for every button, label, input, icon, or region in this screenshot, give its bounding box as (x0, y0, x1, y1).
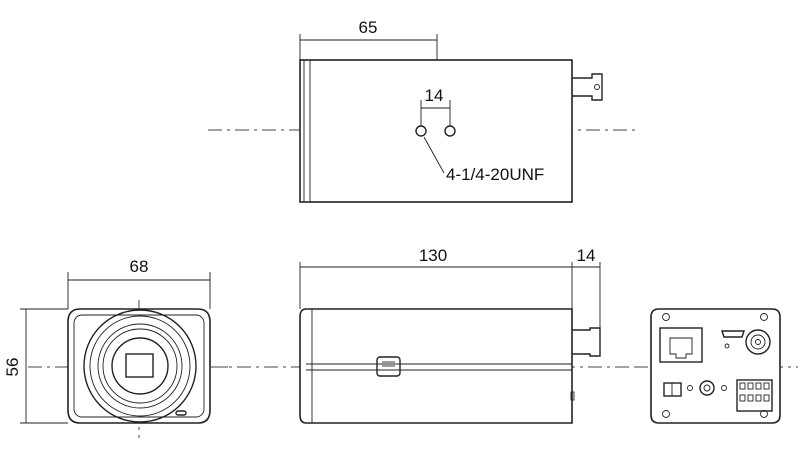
top-view-bnc-connector (572, 73, 603, 101)
ethernet-port (659, 327, 703, 363)
top-view-body (299, 59, 573, 203)
dim-label-14-connector: 14 (577, 246, 596, 265)
rear-screw-top-left (662, 313, 670, 321)
dim-label-14-holes: 14 (425, 86, 444, 105)
rear-switch (663, 382, 682, 397)
front-led-indicator (175, 410, 187, 416)
rear-view-housing (650, 308, 781, 424)
lens-outer-ring (83, 309, 197, 423)
rear-small-jack (687, 385, 693, 391)
side-mount-button (376, 356, 401, 377)
power-connector (699, 380, 715, 396)
bnc-video-output (745, 329, 771, 355)
side-view-body (299, 308, 573, 424)
dim-label-65: 65 (359, 18, 378, 37)
rear-led (724, 343, 730, 349)
rear-screw-bottom-left (662, 410, 670, 418)
thread-label: 4-1/4-20UNF (446, 165, 544, 184)
front-view: 68 56 (3, 257, 228, 438)
dim-label-56: 56 (3, 358, 22, 377)
terminal-block (736, 379, 773, 412)
image-sensor (125, 353, 154, 378)
rear-view (634, 308, 798, 424)
dim-label-68: 68 (130, 257, 149, 276)
top-view: 65 14 4-1/4-20UNF (208, 18, 640, 203)
thread-leader (423, 136, 445, 174)
side-view: 130 14 (210, 246, 636, 424)
rear-screw-top-right (760, 313, 768, 321)
side-view-bnc-connector (572, 327, 601, 357)
front-view-housing (67, 308, 211, 424)
dim-label-130: 130 (419, 246, 447, 265)
sd-card-slot (721, 330, 745, 338)
